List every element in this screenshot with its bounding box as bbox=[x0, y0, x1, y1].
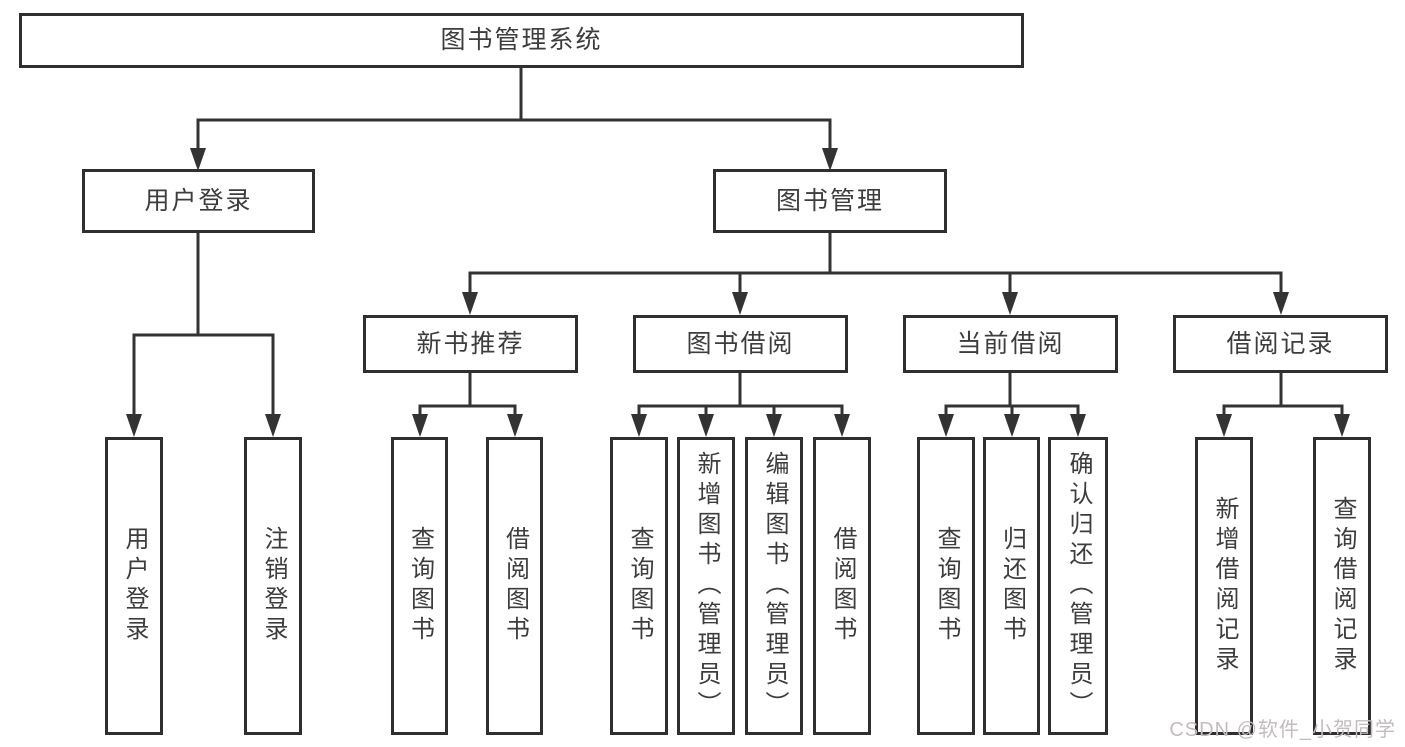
arrowhead-icon bbox=[1334, 414, 1350, 437]
leaf-add-borrow-record: 新增借阅记录 bbox=[1195, 437, 1253, 735]
arrowhead-icon bbox=[766, 414, 782, 437]
arrowhead-icon bbox=[1070, 414, 1086, 437]
arrowheads bbox=[126, 148, 1350, 437]
leaf-query-books-borrow: 查询图书 bbox=[610, 437, 668, 735]
leaf-edit-books-admin: 编辑图书（管理员） bbox=[745, 437, 803, 735]
leaf-query-books-current: 查询图书 bbox=[917, 437, 975, 735]
arrowhead-icon bbox=[822, 148, 838, 171]
connector-user-login-to-leaves bbox=[132, 233, 275, 416]
connector-recommendation-to-leaves bbox=[418, 373, 517, 417]
arrowhead-icon bbox=[126, 414, 142, 437]
arrowhead-icon bbox=[1216, 414, 1232, 437]
csdn-watermark: CSDN @软件_小贺同学 bbox=[1169, 719, 1396, 741]
arrowhead-icon bbox=[1273, 292, 1289, 315]
arrowhead-icon bbox=[938, 414, 954, 437]
arrowhead-icon bbox=[732, 292, 748, 315]
node-current-borrowing: 当前借阅 bbox=[903, 315, 1118, 373]
node-borrowing-records: 借阅记录 bbox=[1173, 315, 1388, 373]
leaf-add-books-admin: 新增图书（管理员） bbox=[677, 437, 735, 735]
leaf-borrow-books-recommend: 借阅图书 bbox=[486, 437, 543, 735]
node-user-login: 用户登录 bbox=[82, 169, 315, 233]
arrowhead-icon bbox=[1002, 292, 1018, 315]
leaf-borrow-books-borrow: 借阅图书 bbox=[813, 437, 871, 735]
arrowhead-icon bbox=[698, 414, 714, 437]
leaf-logout-login: 注销登录 bbox=[244, 437, 302, 735]
arrowhead-icon bbox=[412, 414, 428, 437]
leaf-return-books: 归还图书 bbox=[983, 437, 1040, 735]
node-book-management: 图书管理 bbox=[713, 169, 947, 233]
arrowhead-icon bbox=[507, 414, 523, 437]
connector-current-to-leaves bbox=[944, 373, 1080, 417]
leaf-confirm-return-admin: 确认归还（管理员） bbox=[1048, 437, 1108, 735]
arrowhead-icon bbox=[1004, 414, 1020, 437]
connector-root-to-level2 bbox=[196, 68, 832, 150]
arrowhead-icon bbox=[631, 414, 647, 437]
connector-borrowing-to-leaves bbox=[637, 373, 844, 417]
leaf-query-borrow-record: 查询借阅记录 bbox=[1313, 437, 1371, 735]
leaf-user-login: 用户登录 bbox=[105, 437, 163, 735]
node-book-borrowing: 图书借阅 bbox=[633, 315, 848, 373]
arrowhead-icon bbox=[190, 148, 206, 171]
arrowhead-icon bbox=[462, 292, 478, 315]
connector-book-management-to-level3 bbox=[468, 233, 1283, 293]
arrowhead-icon bbox=[834, 414, 850, 437]
arrowhead-icon bbox=[265, 414, 281, 437]
leaf-query-books-recommend: 查询图书 bbox=[391, 437, 448, 735]
node-library-management-system: 图书管理系统 bbox=[19, 13, 1024, 68]
connector-records-to-leaves bbox=[1222, 373, 1344, 417]
node-new-book-recommendation: 新书推荐 bbox=[363, 315, 578, 373]
